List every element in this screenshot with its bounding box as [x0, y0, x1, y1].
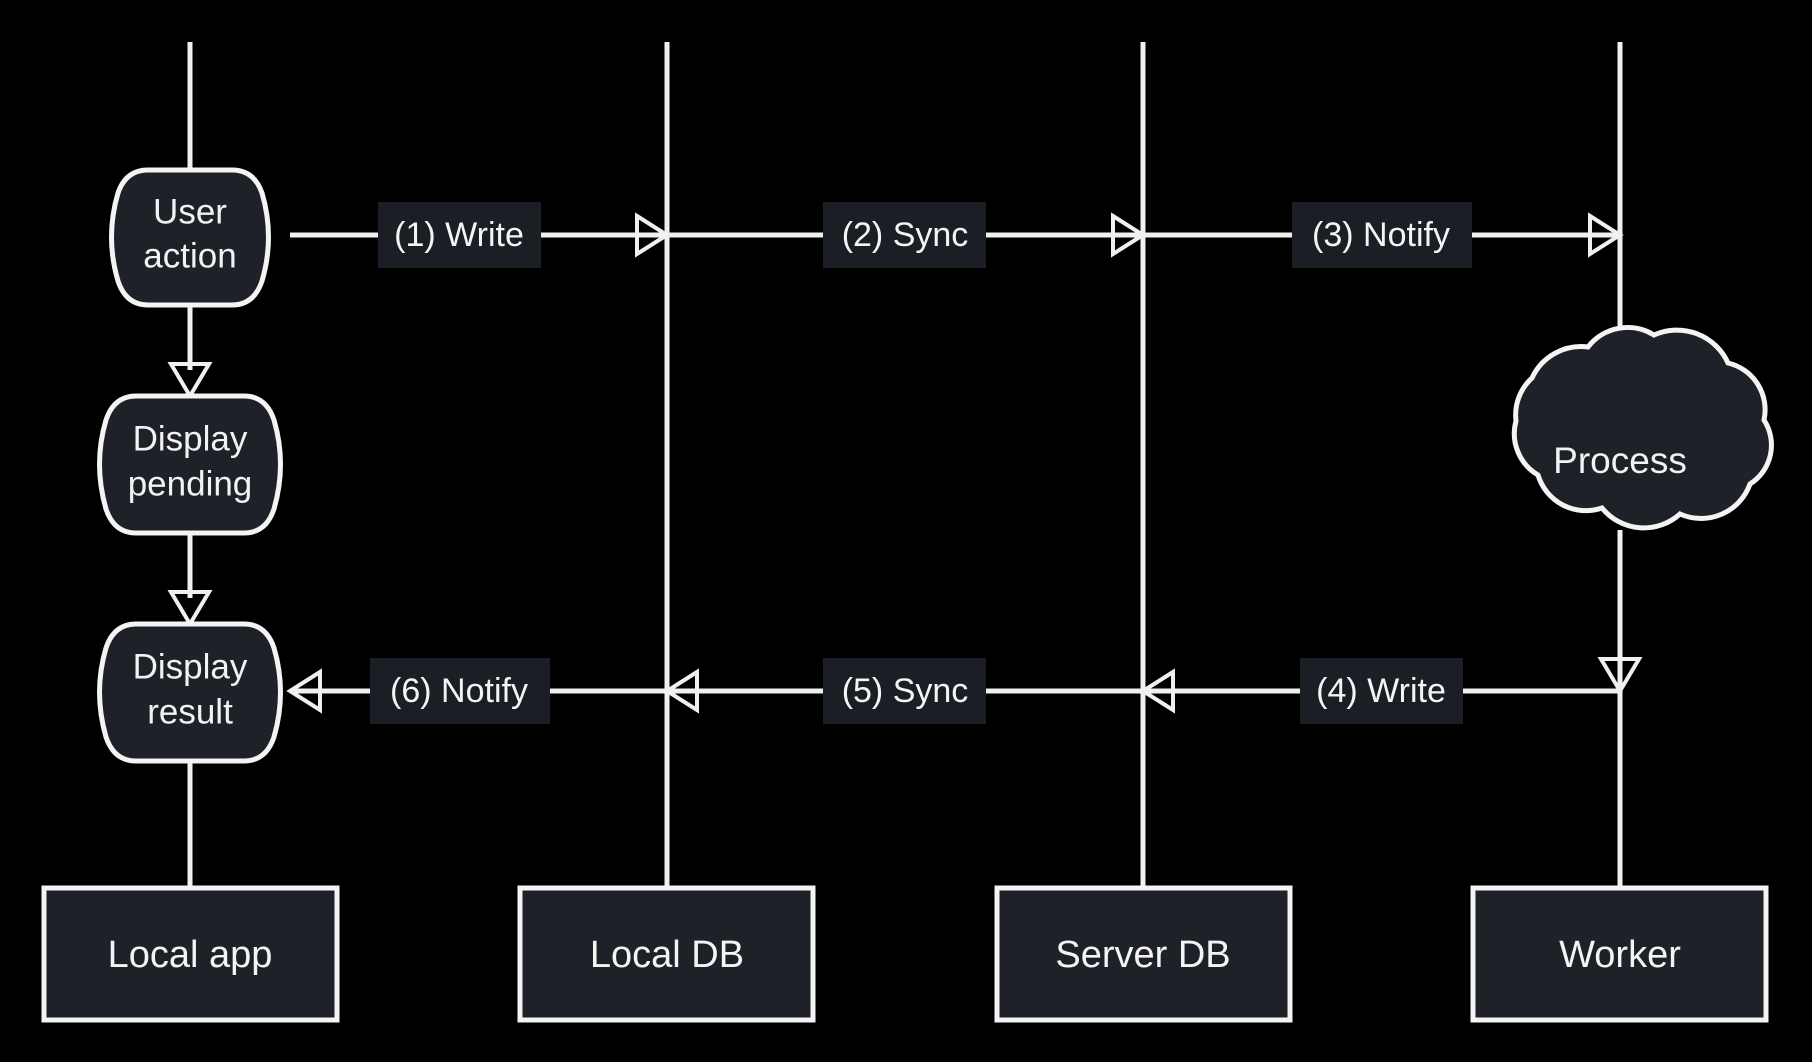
- participant-local-db[interactable]: Local DB: [517, 885, 816, 1023]
- lifelines-group: [187, 42, 1623, 888]
- edge-label-3: (3) Notify: [1292, 202, 1472, 268]
- node-process[interactable]: Process: [1511, 324, 1774, 531]
- edges-vertical: [187, 305, 1623, 664]
- participant-worker[interactable]: Worker: [1470, 885, 1769, 1023]
- edge-label-3-text: (3) Notify: [1312, 216, 1450, 254]
- participant-server-db-label: Server DB: [1055, 934, 1230, 976]
- node-display-result-line-2: result: [147, 692, 233, 731]
- arrowheads-group: [167, 212, 1643, 714]
- display-pending-shape: [97, 393, 283, 536]
- participant-local-db-box: [517, 885, 816, 1023]
- edge-label-5: (5) Sync: [823, 658, 986, 724]
- edge-label-3-bg: [1292, 202, 1472, 268]
- edge-label-6-text: (6) Notify: [390, 672, 528, 710]
- participant-local-db-label: Local DB: [590, 934, 744, 976]
- node-user-action[interactable]: User action: [109, 167, 271, 308]
- display-result-shape: [97, 621, 283, 764]
- edge-label-2-text: (2) Sync: [842, 216, 969, 254]
- node-user-action-line-2: action: [143, 236, 236, 275]
- participant-worker-label: Worker: [1559, 934, 1681, 976]
- edge-label-4-text: (4) Write: [1316, 672, 1446, 710]
- node-display-pending[interactable]: Display pending: [97, 393, 283, 536]
- arrowhead-right-edge-1: [635, 212, 671, 258]
- participant-server-db-box: [994, 885, 1293, 1023]
- arrowhead-down-edge-9b: [1597, 657, 1643, 695]
- node-display-pending-line-1: Display: [133, 419, 248, 458]
- arrowhead-left-edge-5: [663, 668, 699, 714]
- edge-label-2: (2) Sync: [823, 202, 986, 268]
- edge-label-1-bg: [378, 202, 541, 268]
- node-process-label: Process: [1553, 440, 1687, 481]
- arrowhead-right-edge-2: [1111, 212, 1147, 258]
- node-display-pending-line-2: pending: [128, 464, 253, 503]
- arrowhead-left-edge-6: [286, 668, 322, 714]
- arrowhead-down-edge-8: [167, 590, 213, 628]
- edge-label-5-bg: [823, 658, 986, 724]
- cloud-shape: [1511, 324, 1774, 531]
- edge-label-1: (1) Write: [378, 202, 541, 268]
- node-display-result-line-1: Display: [133, 647, 248, 686]
- node-user-action-line-1: User: [153, 192, 227, 231]
- arrowhead-down-edge-7: [167, 362, 213, 400]
- edge-label-6-bg: [370, 658, 550, 724]
- participant-worker-box: [1470, 885, 1769, 1023]
- user-action-shape: [109, 167, 271, 308]
- edge-label-4: (4) Write: [1300, 658, 1463, 724]
- edge-label-2-bg: [823, 202, 986, 268]
- participant-local-app-label: Local app: [108, 934, 273, 976]
- node-display-result[interactable]: Display result: [97, 621, 283, 764]
- participant-server-db[interactable]: Server DB: [994, 885, 1293, 1023]
- arrowhead-left-edge-4: [1139, 668, 1175, 714]
- participant-local-app[interactable]: Local app: [41, 885, 340, 1023]
- participant-local-app-box: [41, 885, 340, 1023]
- edge-label-6: (6) Notify: [370, 658, 550, 724]
- edge-label-1-text: (1) Write: [394, 216, 524, 254]
- arrowhead-right-edge-3: [1588, 212, 1624, 258]
- edge-label-4-bg: [1300, 658, 1463, 724]
- edge-label-5-text: (5) Sync: [842, 672, 969, 710]
